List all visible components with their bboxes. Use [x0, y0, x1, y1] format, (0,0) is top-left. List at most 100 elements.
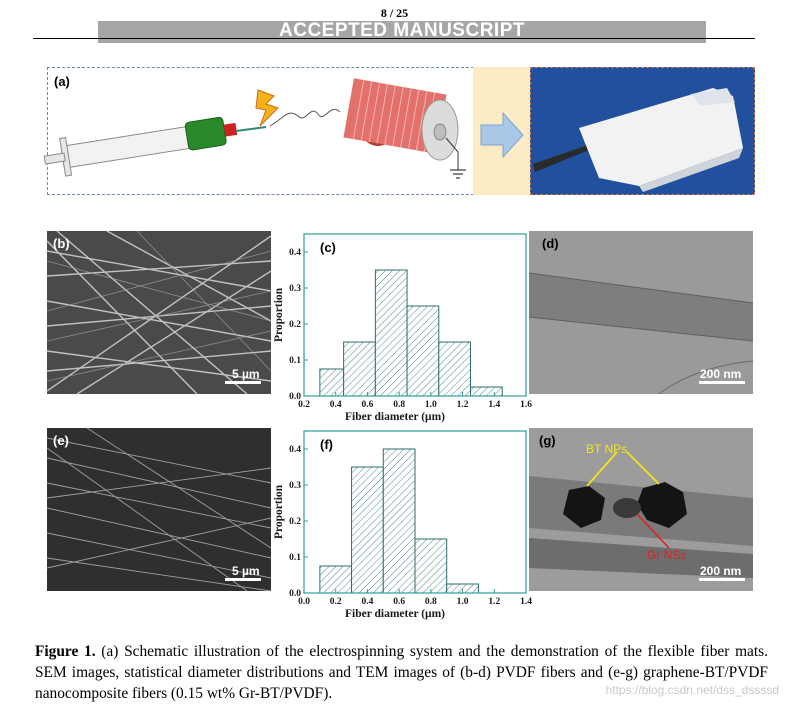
x-tick-label: 1.4 [488, 400, 500, 410]
y-tick-label: 0.3 [289, 284, 301, 294]
histogram-bar [319, 368, 345, 397]
graphene-nanosheet [613, 498, 641, 518]
tem-fiber-d [528, 231, 754, 395]
x-tick-label: 0.2 [330, 597, 342, 607]
electrospinning-schematic [43, 78, 466, 179]
high-voltage-icon [255, 89, 279, 127]
sem-fibers-e [46, 427, 272, 592]
tem-fiber [529, 273, 753, 341]
y-tick-label: 0.1 [289, 553, 301, 563]
y-tick-label: 0.3 [289, 481, 301, 491]
y-tick-label: 0.1 [289, 356, 301, 366]
x-axis-label: Fiber diameter (μm) [345, 608, 445, 620]
fiber-mat [579, 88, 743, 186]
scale-bar-e [225, 578, 261, 581]
panel-c-label: (c) [320, 240, 336, 255]
histogram-bar [414, 538, 448, 594]
x-tick-label: 0.6 [393, 597, 405, 607]
figure-caption: Figure 1. (a) Schematic illustration of … [35, 641, 768, 704]
histogram-bar [343, 341, 376, 397]
needle [235, 126, 267, 132]
x-axis-label: Fiber diameter (μm) [345, 411, 445, 423]
panel-g-scale-label: 200 nm [700, 564, 742, 578]
histogram-bar [319, 565, 353, 594]
page-number: 8 / 25 [380, 6, 409, 20]
x-tick-label: 0.8 [393, 400, 405, 410]
histogram-bar [406, 305, 440, 397]
panel-g-label: (g) [539, 433, 556, 448]
x-tick-label: 1.2 [488, 597, 500, 607]
panel-b-label: (b) [53, 236, 70, 251]
tem-composite-g [529, 428, 753, 591]
panel-a-label: (a) [54, 74, 70, 89]
histogram-bar [438, 341, 472, 397]
accepted-manuscript-banner: ACCEPTED MANUSCRIPT [98, 20, 706, 43]
histogram-bar [382, 448, 416, 594]
bt-nanoparticle-1 [563, 486, 605, 528]
histogram-bar [351, 466, 384, 594]
bt-arrow-1 [586, 451, 618, 487]
x-tick-label: 0.0 [298, 597, 310, 607]
x-tick-label: 1.0 [425, 400, 437, 410]
panel-b-scale-label: 5 µm [232, 367, 260, 381]
banner-text: ACCEPTED MANUSCRIPT [279, 20, 525, 41]
bt-nanoparticle-2 [637, 482, 687, 528]
tweezer [533, 144, 591, 172]
scale-bar-d [699, 381, 745, 384]
y-tick-label: 0.2 [289, 320, 301, 330]
panel-d-label: (d) [542, 236, 559, 251]
x-tick-label: 0.2 [298, 400, 310, 410]
header-rule [33, 38, 755, 39]
panel-a-arrow-area [473, 67, 530, 195]
y-tick-label: 0.4 [289, 445, 301, 455]
panel-e-scale-label: 5 µm [232, 564, 260, 578]
drum-axle [433, 123, 447, 141]
x-tick-label: 1.2 [457, 400, 469, 410]
histogram-bar [374, 269, 408, 397]
syringe-plunger [43, 152, 66, 165]
right-arrow-icon [480, 111, 524, 159]
histogram-bar [470, 386, 503, 397]
y-tick-label: 0.0 [289, 589, 301, 599]
caption-figure-number: Figure 1. [35, 643, 96, 660]
syringe-barrel [60, 125, 194, 169]
x-tick-label: 1.4 [520, 597, 532, 607]
panel-d-scale-label: 200 nm [700, 367, 742, 381]
bt-nps-annotation: BT NPs [586, 442, 628, 456]
y-tick-label: 0.2 [289, 517, 301, 527]
y-tick-label: 0.0 [289, 392, 301, 402]
panel-f-label: (f) [320, 437, 333, 452]
panel-e-label: (e) [53, 433, 69, 448]
y-axis-label: Proportion [273, 484, 285, 539]
y-tick-label: 0.4 [289, 248, 301, 258]
panel-d-tem-image: (d) 200 nm [528, 231, 754, 395]
plot-frame [303, 430, 527, 594]
panel-e-sem-image: (e) 5 µm [46, 427, 272, 592]
panel-a-schematic: (a) [43, 67, 474, 195]
needle-hub [223, 122, 238, 137]
scale-bar-b [225, 381, 261, 384]
panel-b-sem-image: (b) 5 µm [46, 230, 272, 395]
source-url-watermark: https://blog.csdn.net/dss_dssssd [605, 683, 779, 697]
sem-fibers-b [46, 230, 272, 395]
x-tick-label: 0.8 [425, 597, 437, 607]
x-tick-label: 1.0 [457, 597, 469, 607]
gr-nss-annotation: Gr NSs [647, 548, 687, 562]
x-tick-label: 0.4 [330, 400, 342, 410]
polymer-jet [269, 109, 341, 127]
ground-wire [445, 137, 459, 153]
x-tick-label: 0.6 [361, 400, 373, 410]
scale-bar-g [699, 578, 745, 581]
plot-frame [303, 233, 527, 397]
gr-arrow [636, 513, 670, 549]
bt-arrow-2 [626, 451, 660, 485]
x-tick-label: 0.4 [361, 597, 373, 607]
polymer-solution [184, 116, 227, 151]
fiber-mat-photo [530, 67, 755, 195]
y-axis-label: Proportion [273, 287, 285, 342]
caption-text: (a) Schematic illustration of the electr… [35, 643, 768, 702]
panel-g-tem-image: (g) BT NPs Gr NSs 200 nm [529, 428, 753, 591]
x-tick-label: 1.6 [520, 400, 532, 410]
